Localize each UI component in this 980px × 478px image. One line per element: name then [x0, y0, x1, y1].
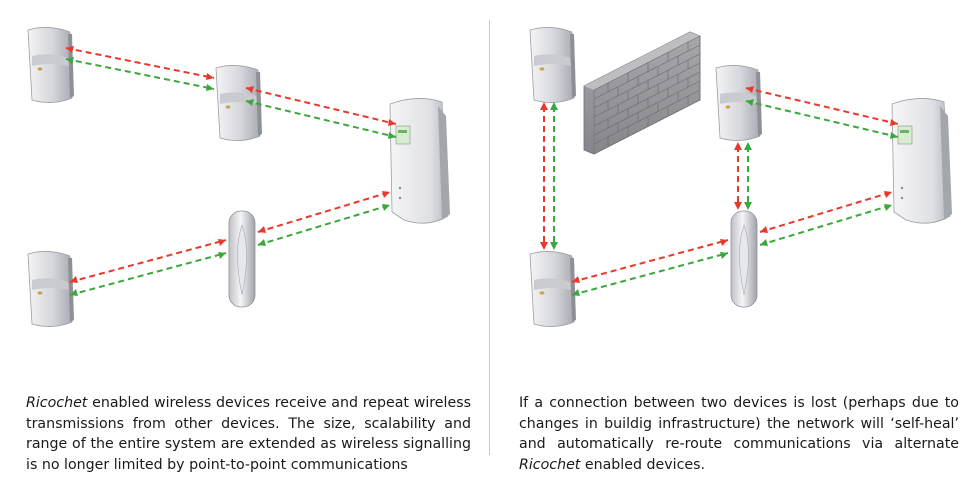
detector-top-left-right [529, 26, 577, 104]
right-caption-text-after: enabled devices. [580, 456, 705, 473]
link-detector-to-repeater [69, 239, 227, 296]
panel-divider [489, 20, 490, 455]
link-detector-to-repeater-right [571, 239, 729, 296]
repeater-device-right [730, 210, 758, 308]
right-panel [529, 26, 953, 328]
ricochet-term: Ricochet [519, 456, 581, 473]
brick-wall [583, 31, 701, 155]
link-detector-to-panel [245, 86, 397, 139]
link-detector-to-panel-right [745, 86, 899, 139]
detector-middle [215, 64, 263, 142]
link-repeater-to-panel [257, 191, 391, 246]
link-vertical-center [734, 142, 752, 210]
link-vertical-left [540, 102, 558, 250]
detector-bottom-left-right [529, 250, 577, 328]
ricochet-term: Ricochet [26, 395, 88, 412]
link-repeater-to-panel-right [759, 191, 893, 246]
link-detector-to-detector [65, 46, 215, 91]
left-caption: Ricochet enabled wireless devices receiv… [26, 393, 471, 475]
right-caption-text-before: If a connection between two devices is l… [519, 395, 959, 453]
left-panel [27, 26, 451, 328]
detector-top-left [27, 26, 75, 104]
control-panel-right [891, 97, 953, 224]
detector-middle-right [715, 64, 763, 142]
control-panel [389, 97, 451, 224]
left-caption-text: enabled wireless devices receive and rep… [26, 395, 471, 473]
repeater-device [228, 210, 256, 308]
detector-bottom-left [27, 250, 75, 328]
right-caption: If a connection between two devices is l… [519, 393, 959, 475]
